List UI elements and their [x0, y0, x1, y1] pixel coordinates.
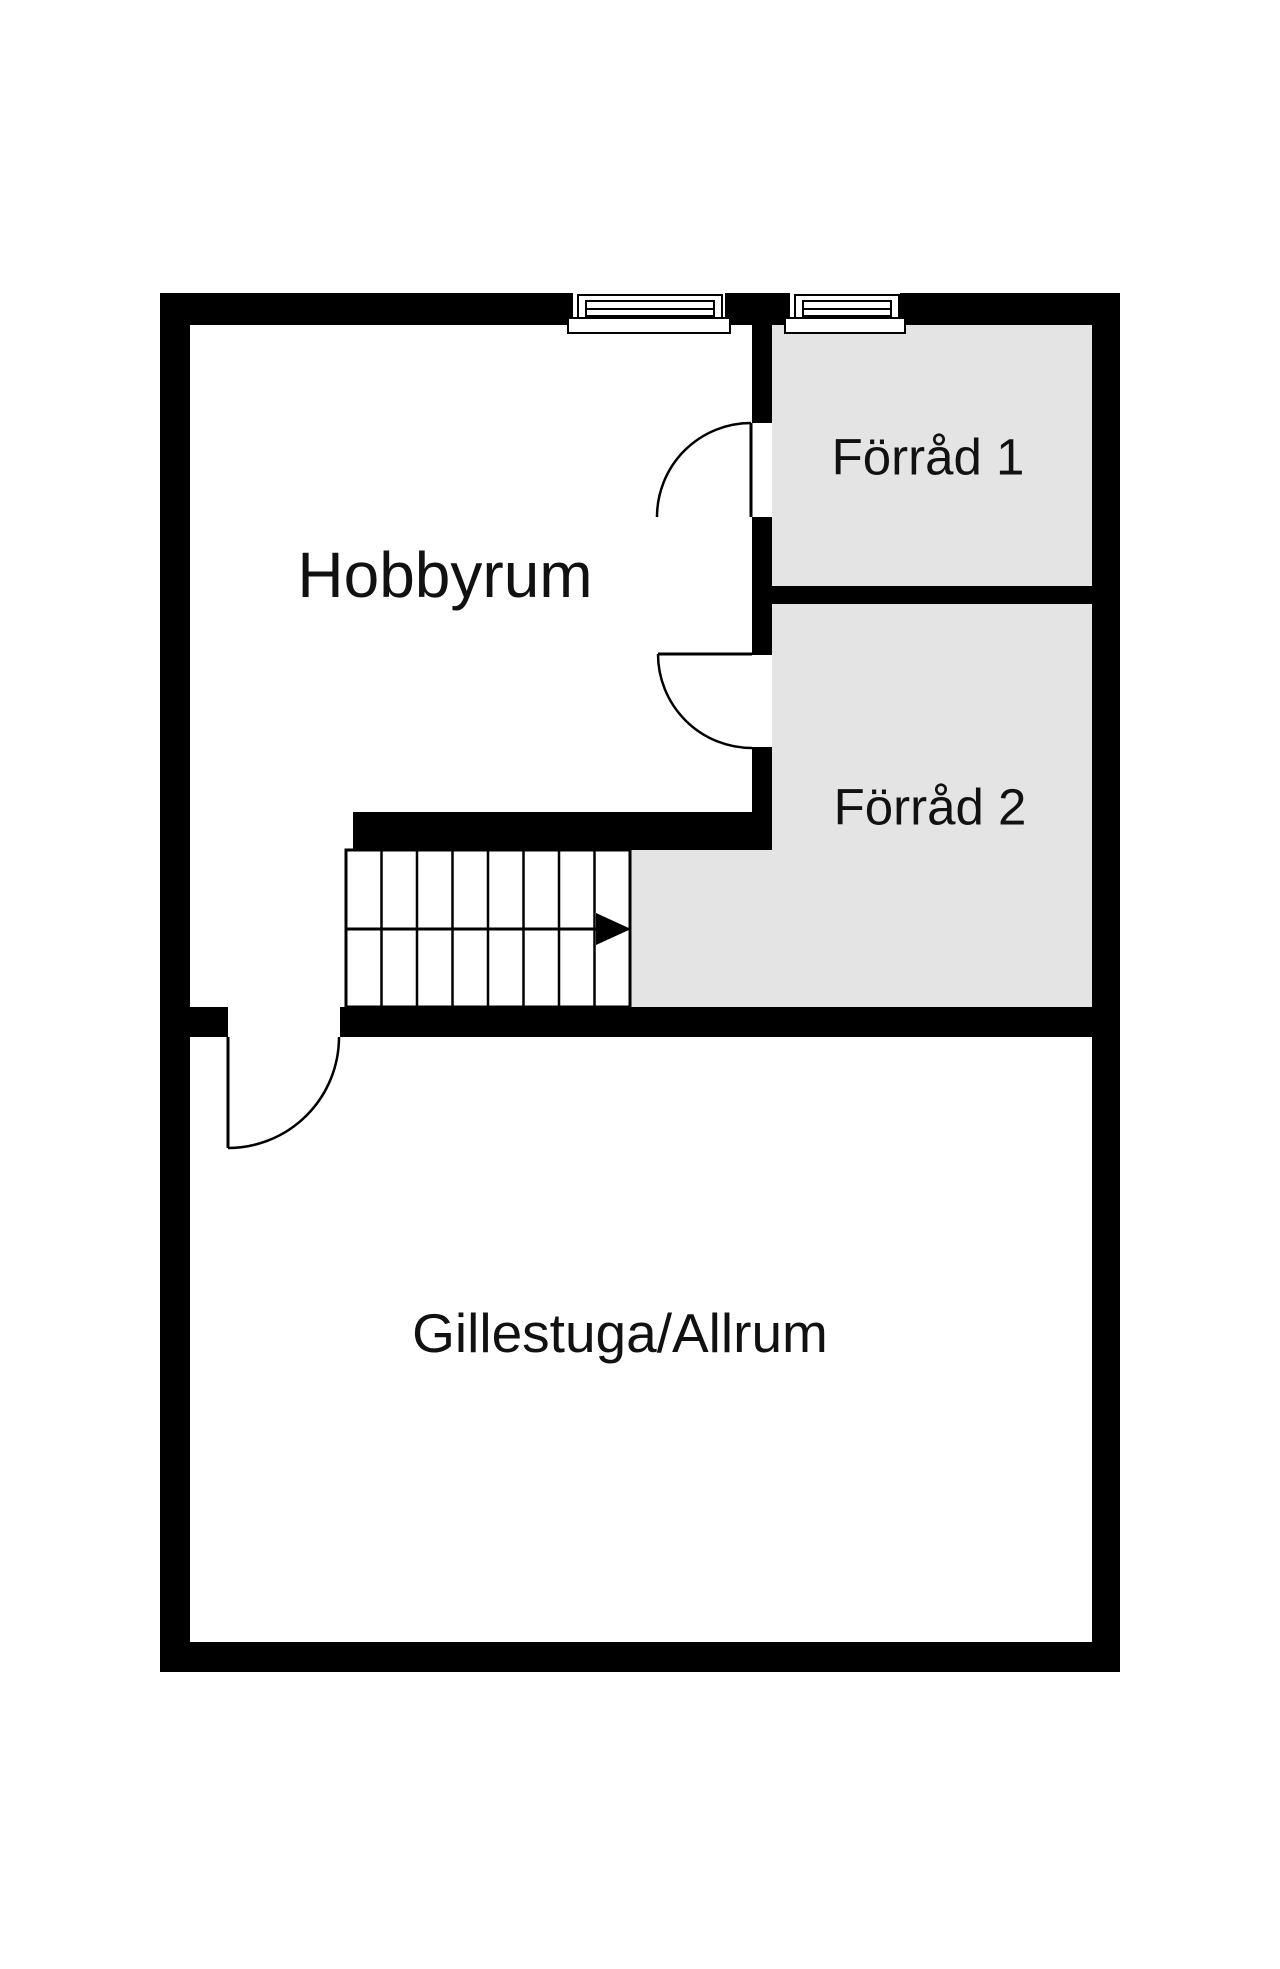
room-label-forrad-2: Förråd 2 — [833, 778, 1027, 836]
room-label-gillestuga: Gillestuga/Allrum — [412, 1302, 828, 1364]
stair-direction-arrow-icon — [596, 913, 631, 945]
gillestuga-door-swing-arc — [227, 1036, 341, 1150]
interior-wall-gillestuga-top — [340, 1007, 1092, 1037]
room-label-forrad-1: Förråd 1 — [831, 428, 1025, 486]
window-2-glass — [802, 300, 892, 317]
room-label-hobbyrum: Hobbyrum — [297, 539, 593, 611]
forrad-2-landing-floor — [630, 850, 772, 1007]
forrad-1-floor — [772, 325, 1092, 586]
window-1-glass — [585, 300, 715, 317]
exterior-wall-top-mid — [725, 293, 790, 325]
window-2-sill — [784, 317, 906, 334]
exterior-wall-bottom — [160, 1642, 1120, 1672]
exterior-wall-left — [160, 293, 190, 1672]
window-1-pane-line — [587, 307, 713, 310]
exterior-wall-right — [1092, 293, 1120, 1672]
forrad-2-floor — [772, 604, 1092, 1007]
window-1-sill — [567, 317, 731, 334]
forrad-1-door-swing-arc — [655, 421, 752, 518]
exterior-wall-top-right — [900, 293, 1120, 325]
window-2-pane-line — [804, 307, 890, 310]
interior-wall-hobbyrum-forrad1-upper — [752, 325, 772, 423]
staircase — [344, 848, 632, 1009]
interior-wall-above-stairs — [353, 812, 772, 850]
interior-wall-hobbyrum-forrad-mid — [752, 517, 772, 655]
interior-wall-forrad1-forrad2-divider — [772, 586, 1092, 604]
interior-wall-gillestuga-top-stub — [190, 1007, 228, 1037]
exterior-wall-top-left — [160, 293, 573, 325]
forrad-2-door-swing-arc — [656, 653, 753, 750]
